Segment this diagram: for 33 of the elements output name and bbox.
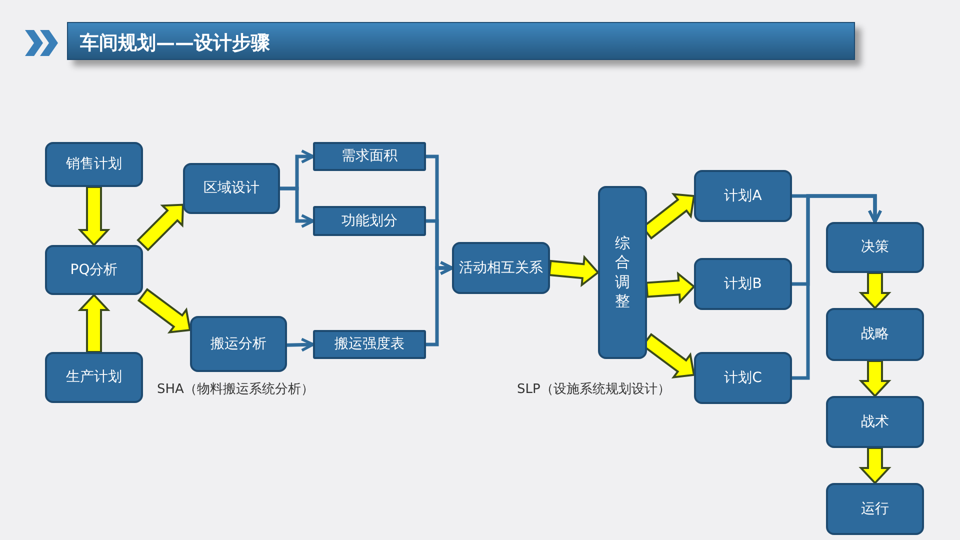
arrow: [137, 288, 192, 334]
process-box: 决策: [826, 222, 924, 273]
arrow: [645, 271, 696, 304]
arrow: [78, 294, 110, 353]
arrow: [78, 186, 110, 246]
process-box: 搬运强度表: [313, 330, 426, 359]
arrow: [858, 360, 892, 398]
process-box: 计划C: [694, 352, 792, 404]
process-box: 需求面积: [313, 142, 426, 171]
arrow: [136, 204, 184, 252]
process-box: 销售计划: [45, 142, 143, 187]
process-box: 活动相互关系: [452, 242, 550, 294]
process-box: 计划B: [694, 258, 792, 310]
process-box: 战术: [826, 396, 924, 448]
process-box: 综合调整: [598, 186, 647, 359]
annotation-text: SHA（物料搬运系统分析）: [157, 381, 314, 398]
arrow: [858, 447, 892, 484]
process-box: 运行: [826, 483, 924, 535]
process-box: 功能划分: [313, 206, 426, 236]
process-box: 区域设计: [183, 163, 280, 214]
arrow: [792, 194, 882, 380]
process-box: 生产计划: [45, 352, 143, 403]
title: 车间规划——设计步骤: [80, 31, 270, 56]
arrow: [426, 261, 454, 346]
arrow: [858, 272, 892, 310]
annotation-text: SLP（设施系统规划设计）: [517, 381, 670, 398]
arrow: [548, 254, 600, 288]
arrow: [286, 338, 314, 352]
arrow: [280, 186, 314, 228]
process-box: 搬运分析: [190, 316, 287, 372]
process-box: 计划A: [694, 170, 792, 222]
process-box: 战略: [826, 308, 924, 361]
process-box: PQ分析: [45, 245, 143, 295]
